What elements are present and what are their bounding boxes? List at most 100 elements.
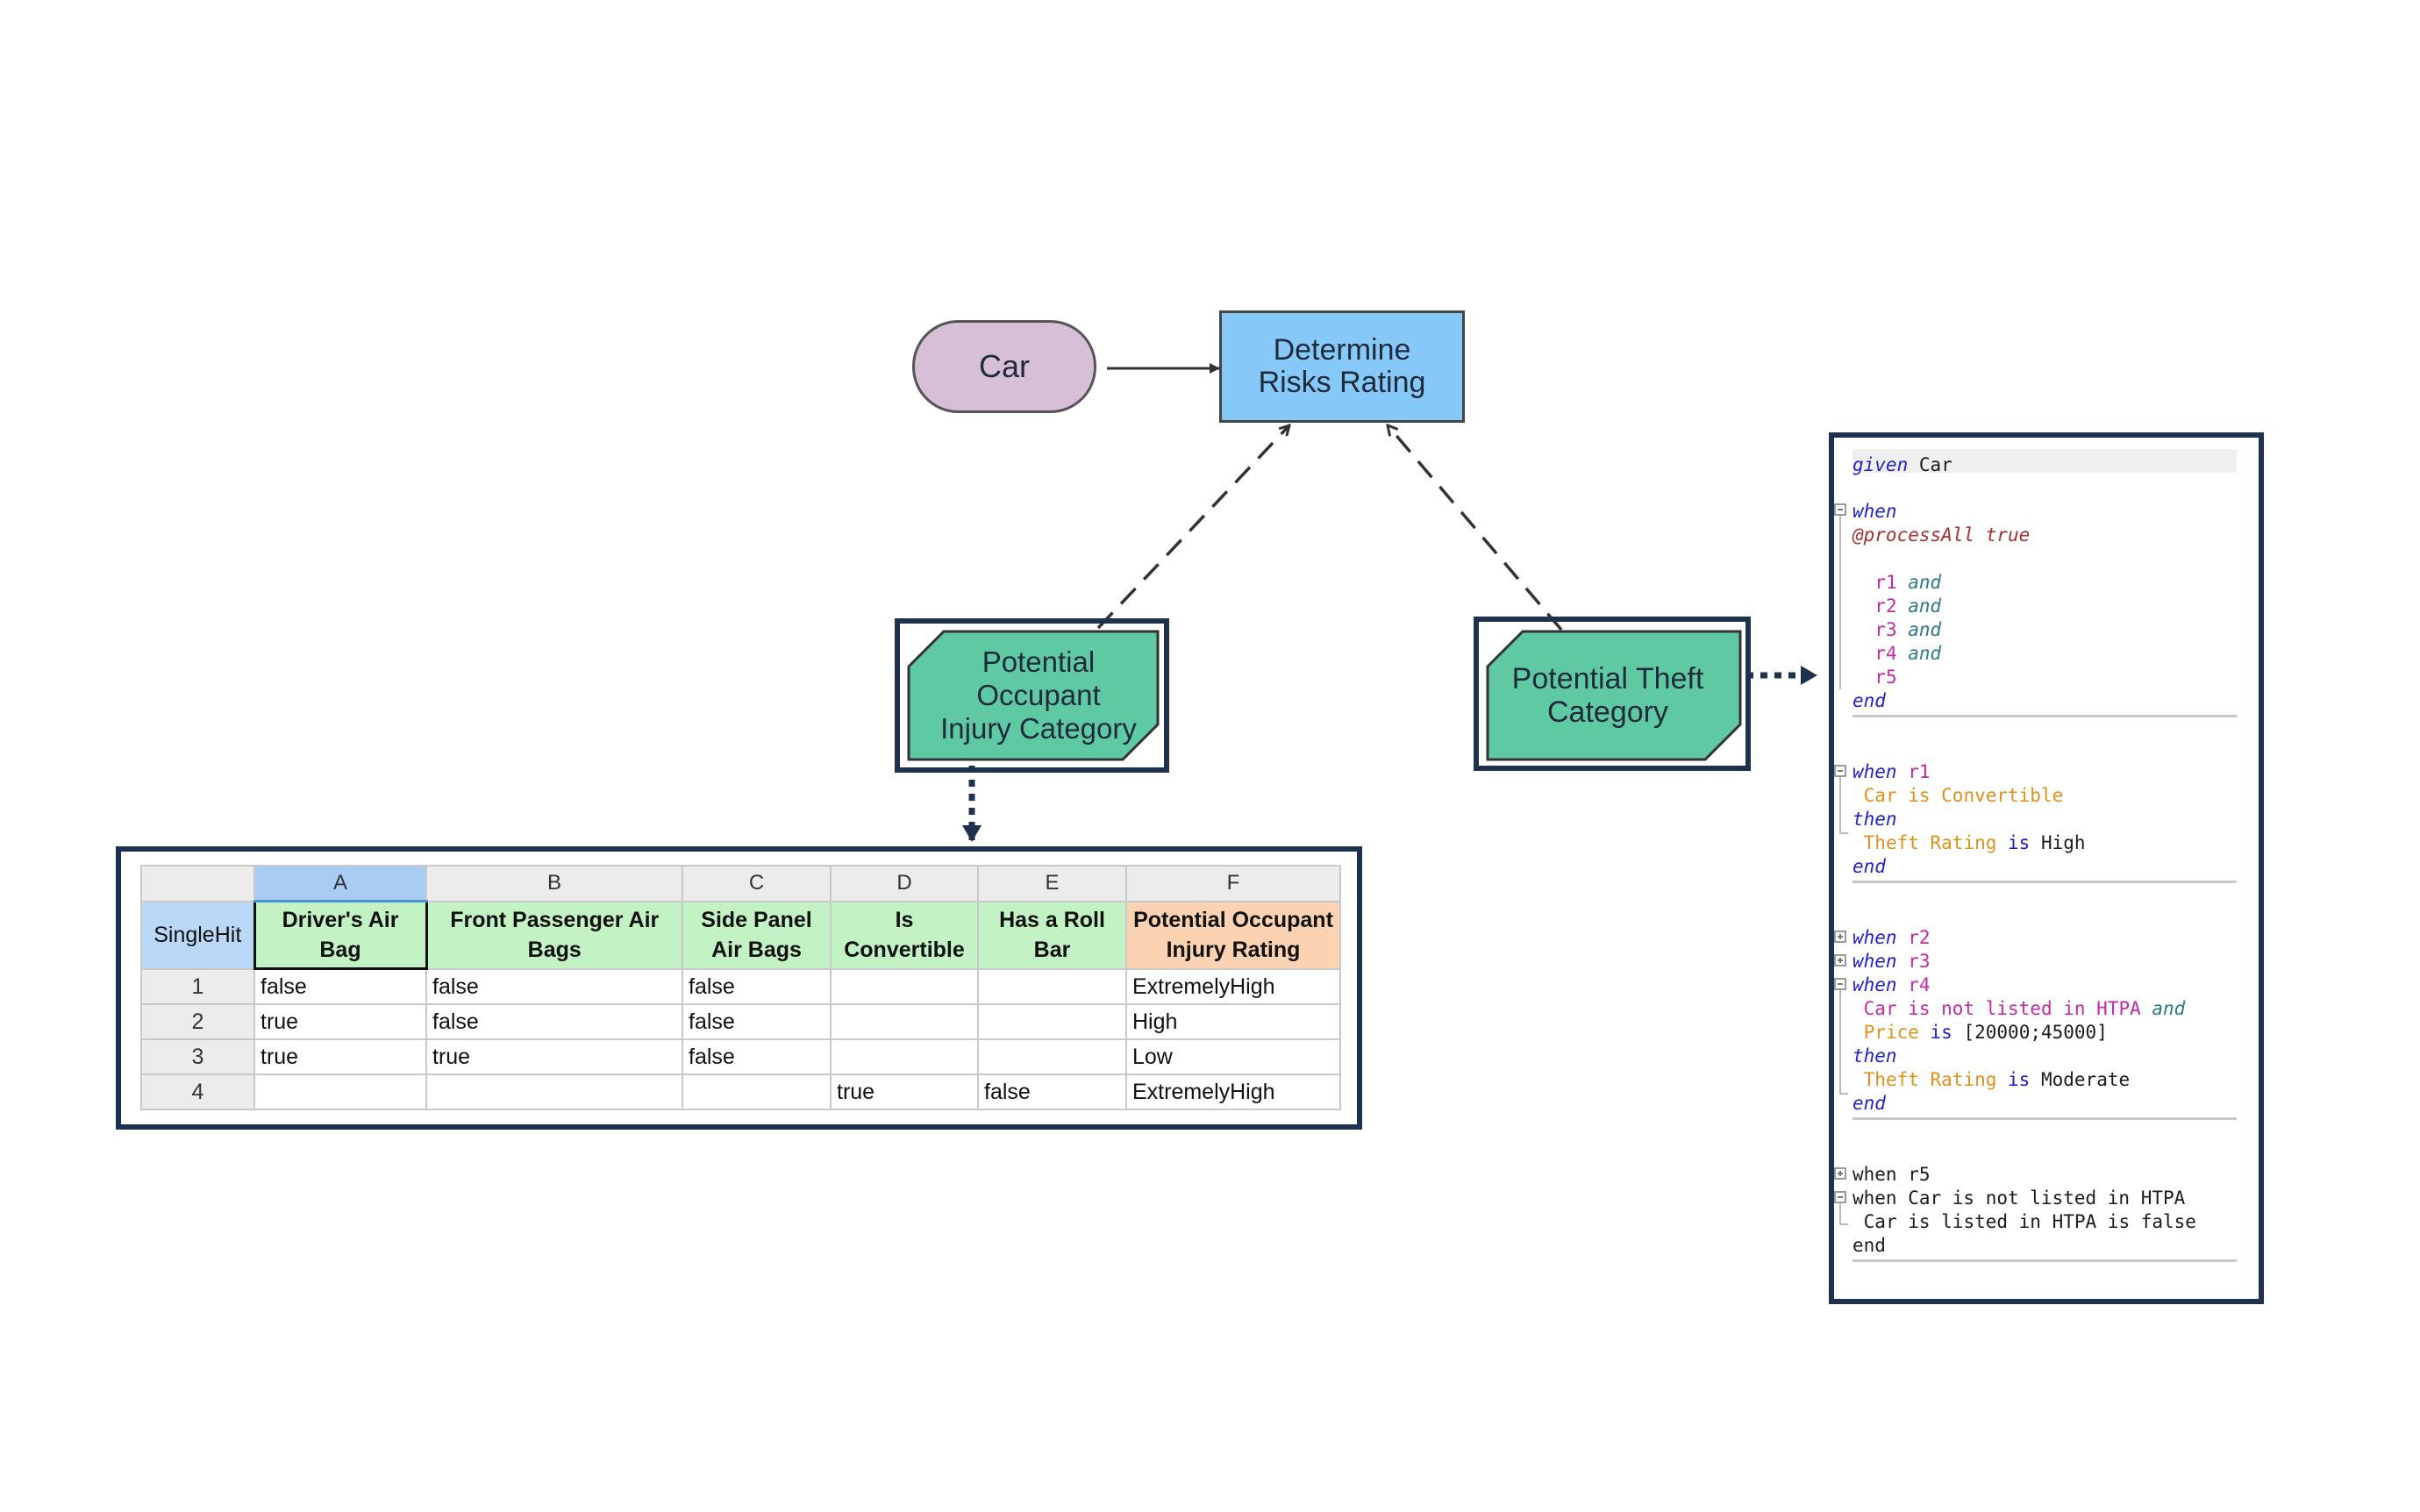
code-line-r4-action[interactable]: Theft Rating is Moderate (1852, 1068, 2130, 1092)
r5-when-text: when Car is not listed in HTPA (1852, 1187, 2186, 1209)
table-cell[interactable]: Low (1125, 1038, 1341, 1075)
fold-toggle-icon[interactable] (1834, 503, 1846, 516)
code-line-when-r5[interactable]: when r5 (1852, 1163, 1931, 1187)
when-keyword: when (1852, 927, 1897, 948)
knowledge-source-shape (907, 630, 1160, 761)
table-cell[interactable]: true (425, 1038, 683, 1075)
table-cell[interactable] (977, 967, 1127, 1005)
row-number[interactable]: 4 (140, 1073, 255, 1110)
code-line-then[interactable]: then (1852, 1045, 1897, 1068)
fold-toggle-icon[interactable] (1834, 978, 1846, 990)
theft-category-frame (1474, 617, 1751, 771)
code-line-r1-condition[interactable]: Car is Convertible (1852, 784, 2064, 808)
potential-occupant-injury-category-node[interactable]: Potential Occupant Injury Category (907, 630, 1160, 761)
rule-separator (1852, 1259, 2237, 1262)
column-letter-c[interactable]: C (682, 865, 832, 902)
expand-toggle-icon[interactable] (1834, 931, 1846, 943)
fold-toggle-icon[interactable] (1834, 1191, 1846, 1203)
rule-separator (1852, 1117, 2237, 1120)
header-is-convertible[interactable]: Is Convertible (830, 900, 979, 970)
table-cell[interactable]: false (425, 967, 683, 1005)
table-cell[interactable]: false (682, 1038, 832, 1075)
code-line-r2-ref[interactable]: r2 and (1852, 595, 1941, 618)
row-number[interactable]: 3 (140, 1038, 255, 1075)
table-cell[interactable]: false (425, 1003, 683, 1040)
code-line-r5-ref[interactable]: r5 (1852, 666, 1896, 689)
code-line-r4-condition[interactable]: Car is not listed in HTPA and (1852, 997, 2186, 1021)
row-number[interactable]: 1 (140, 967, 255, 1005)
corner-cell[interactable] (140, 865, 255, 902)
table-cell[interactable]: false (682, 967, 832, 1005)
column-letter-a[interactable]: A (253, 865, 427, 902)
rule-code-panel: given Car when @processAll true r1 and r… (1829, 449, 2245, 1291)
table-cell[interactable]: High (1125, 1003, 1341, 1040)
code-line-r4-ref[interactable]: r4 and (1852, 642, 1941, 666)
fold-toggle-icon[interactable] (1834, 765, 1846, 777)
label-line: Category (1547, 695, 1668, 729)
rule-separator (1852, 881, 2237, 883)
table-cell[interactable] (253, 1073, 427, 1110)
table-cell[interactable] (830, 967, 979, 1005)
column-letter-e[interactable]: E (977, 865, 1127, 902)
table-cell[interactable]: true (253, 1003, 427, 1040)
hit-policy-cell[interactable]: SingleHit (140, 900, 255, 970)
code-line-r5-when[interactable]: when Car is not listed in HTPA (1852, 1187, 2185, 1210)
table-cell[interactable] (682, 1073, 832, 1110)
code-line-r5-end[interactable]: end (1852, 1234, 1886, 1258)
and-keyword: and (1908, 596, 1942, 617)
header-potential-occupant-injury-rating[interactable]: Potential Occupant Injury Rating (1125, 900, 1341, 970)
column-letter-f[interactable]: F (1125, 865, 1341, 902)
decision-table: A B C D E F SingleHit Driver's Air Bag F… (140, 865, 1341, 1110)
table-cell[interactable]: false (682, 1003, 832, 1040)
code-line-then[interactable]: then (1852, 808, 1897, 831)
column-letter-d[interactable]: D (830, 865, 979, 902)
table-cell[interactable] (425, 1073, 683, 1110)
table-cell[interactable] (977, 1038, 1127, 1075)
potential-theft-category-node[interactable]: Potential Theft Category (1486, 630, 1742, 761)
table-cell[interactable] (830, 1003, 979, 1040)
code-line-r1-action[interactable]: Theft Rating is High (1852, 831, 2086, 855)
code-line-given[interactable]: given Car (1852, 453, 1952, 477)
table-cell[interactable]: false (977, 1073, 1127, 1110)
header-drivers-air-bag[interactable]: Driver's Air Bag (253, 900, 428, 970)
code-line-when-r4[interactable]: when r4 (1852, 974, 1931, 997)
injury-category-frame (895, 618, 1169, 773)
code-line-end[interactable]: end (1852, 855, 1886, 879)
then-keyword: then (1852, 1045, 1897, 1066)
table-cell[interactable]: true (830, 1073, 979, 1110)
code-line-r5-condition[interactable]: Car is listed in HTPA is false (1852, 1210, 2196, 1234)
table-cell[interactable] (977, 1003, 1127, 1040)
table-cell[interactable]: ExtremelyHigh (1125, 967, 1341, 1005)
code-line-when-r3[interactable]: when r3 (1852, 950, 1931, 974)
code-line-end[interactable]: end (1852, 689, 1886, 713)
then-keyword: then (1852, 809, 1897, 830)
code-line-r1-ref[interactable]: r1 and (1852, 571, 1941, 595)
code-line-annotation[interactable]: @processAll true (1852, 524, 2030, 547)
code-line-r4-price[interactable]: Price is [20000;45000] (1852, 1021, 2108, 1045)
is-keyword: is (2008, 832, 2031, 853)
header-has-a-roll-bar[interactable]: Has a Roll Bar (977, 900, 1127, 970)
header-side-panel-air-bags[interactable]: Side Panel Air Bags (682, 900, 832, 970)
theft-rating-attribute: Theft Rating (1863, 1069, 1997, 1090)
r1-condition-text: Car is Convertible (1863, 785, 2064, 806)
code-line-when-r2[interactable]: when r2 (1852, 926, 1931, 950)
header-front-passenger-air-bags[interactable]: Front Passenger Air Bags (425, 900, 683, 970)
car-input-node[interactable]: Car (912, 320, 1096, 413)
column-letter-b[interactable]: B (425, 865, 683, 902)
table-cell[interactable] (830, 1038, 979, 1075)
table-cell[interactable]: true (253, 1038, 427, 1075)
code-line-end[interactable]: end (1852, 1092, 1886, 1116)
code-line-r3-ref[interactable]: r3 and (1852, 618, 1941, 642)
rule-reference: r1 (1908, 761, 1931, 782)
expand-toggle-icon[interactable] (1834, 954, 1846, 966)
is-keyword: is (1930, 1022, 1952, 1043)
code-line-when[interactable]: when (1852, 500, 1897, 524)
code-line-when-r1[interactable]: when r1 (1852, 760, 1931, 784)
row-number[interactable]: 2 (140, 1003, 255, 1040)
table-cell[interactable]: ExtremelyHigh (1125, 1073, 1341, 1110)
table-cell[interactable]: false (253, 967, 427, 1005)
fold-guide (1839, 990, 1841, 1094)
expand-toggle-icon[interactable] (1834, 1167, 1846, 1180)
determine-risks-rating-node[interactable]: Determine Risks Rating (1219, 310, 1465, 423)
